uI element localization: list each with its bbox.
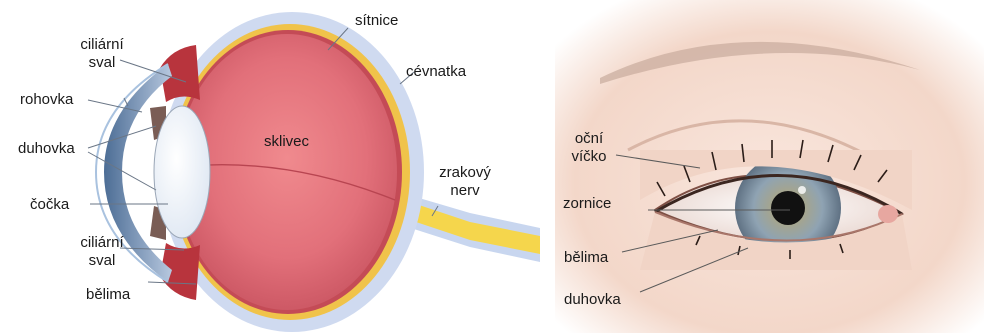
label-text: oční bbox=[560, 130, 618, 148]
label-vitreous: sklivec bbox=[264, 133, 309, 151]
label-lens: čočka bbox=[30, 196, 69, 214]
label-cornea: rohovka bbox=[20, 91, 73, 109]
label-text: sval bbox=[72, 54, 132, 72]
lens bbox=[154, 106, 210, 238]
label-eyelid: oční víčko bbox=[560, 130, 618, 166]
label-iris-external: duhovka bbox=[564, 291, 621, 309]
label-ciliary-muscle-top: ciliární sval bbox=[72, 36, 132, 72]
label-text: sval bbox=[72, 252, 132, 270]
pupil bbox=[771, 191, 805, 225]
label-pupil: zornice bbox=[563, 195, 611, 213]
label-text: zrakový bbox=[430, 164, 500, 182]
label-retina: sítnice bbox=[355, 12, 398, 30]
label-iris: duhovka bbox=[18, 140, 75, 158]
label-text: ciliární bbox=[72, 234, 132, 252]
label-ciliary-muscle-bottom: ciliární sval bbox=[72, 234, 132, 270]
label-text: nerv bbox=[430, 182, 500, 200]
label-choroid: cévnatka bbox=[406, 63, 466, 81]
external-eye bbox=[555, 0, 984, 333]
label-sclera-external: bělima bbox=[564, 249, 608, 267]
label-text: ciliární bbox=[72, 36, 132, 54]
label-optic-nerve: zrakový nerv bbox=[430, 164, 500, 200]
label-sclera: bělima bbox=[86, 286, 130, 304]
label-text: víčko bbox=[560, 148, 618, 166]
